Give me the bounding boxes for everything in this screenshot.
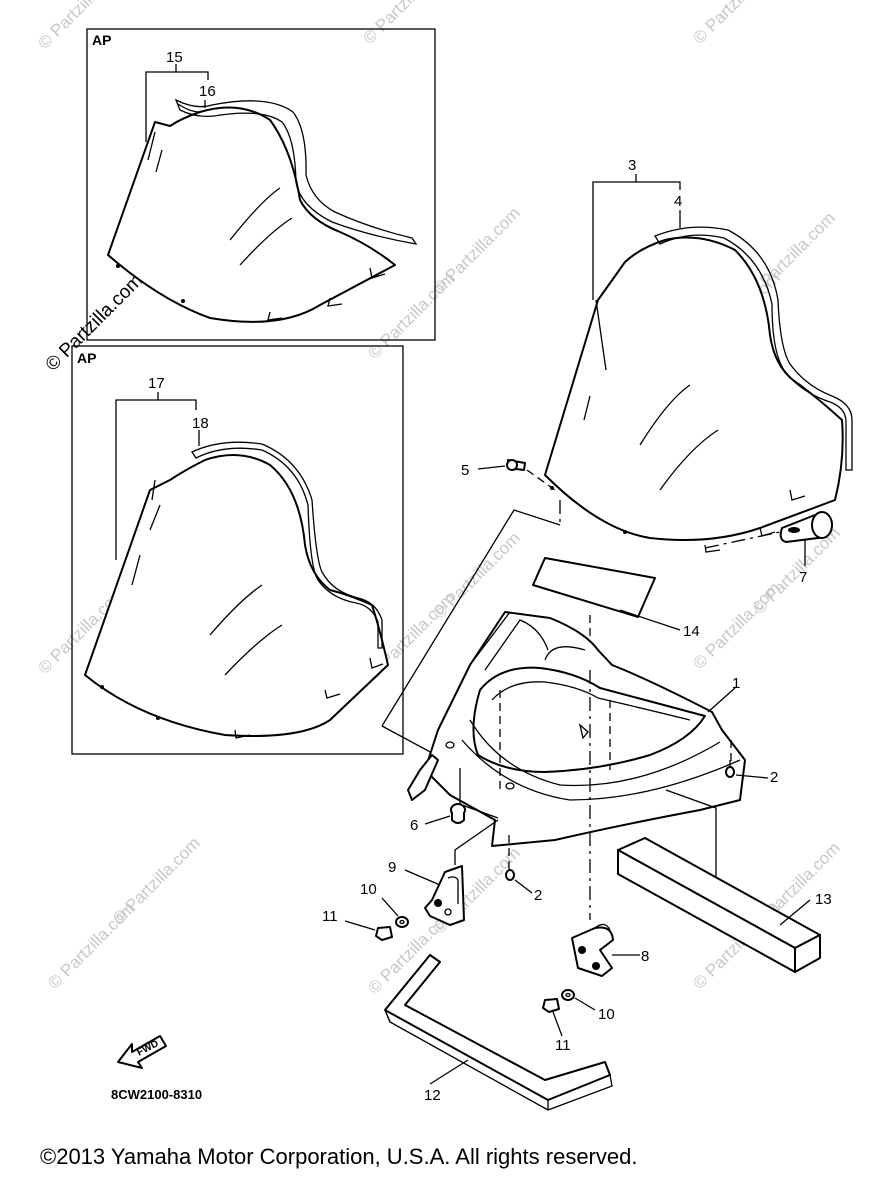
callout-7: 7 [799,569,807,586]
nut-11-left [375,926,393,941]
callout-14: 14 [683,623,700,640]
callout-10-left: 10 [360,881,377,898]
pad-14 [532,557,656,618]
grommet-6 [450,803,466,824]
inset-bottom-label: AP [77,350,96,366]
callout-11-right: 11 [555,1037,571,1054]
windshield-17 [84,454,389,737]
inset-top-label: AP [92,32,111,48]
windshield-3 [544,236,844,542]
knob-7 [779,511,833,543]
callout-1: 1 [732,675,740,692]
inset-bottom: AP 17 18 [71,345,404,755]
callout-12: 12 [424,1087,441,1104]
screw-2-lower [505,869,515,881]
callout-16: 16 [199,83,216,100]
washer-10-right [561,989,575,1001]
foam-block-13 [617,837,821,973]
bracket-8 [571,923,614,977]
callout-5: 5 [461,462,469,479]
callout-2-upper: 2 [770,769,778,786]
copyright: ©2013 Yamaha Motor Corporation, U.S.A. A… [40,1144,637,1169]
watermark: © Partzilla.com [429,203,523,297]
callout-9: 9 [388,859,396,876]
foam-strip-12 [384,954,613,1111]
inset-top: AP 15 16 [86,28,436,341]
inset-bottom-frame [71,345,404,755]
watermark: © Partzilla.com [359,0,453,48]
callout-15: 15 [166,49,183,66]
watermark: © Partzilla.com [109,833,203,927]
fwd-arrow: FWD [117,1035,167,1069]
inset-top-frame [86,28,436,341]
watermark: © Partzilla.com [429,528,523,622]
callout-8: 8 [641,948,649,965]
callout-2-lower: 2 [534,887,542,904]
callout-3: 3 [628,157,636,174]
callout-4: 4 [674,193,682,210]
callout-11-left: 11 [322,908,338,925]
bracket-9 [424,865,465,926]
watermark: © Partzilla.com [689,0,783,48]
cowl-1 [407,611,746,847]
callout-17: 17 [148,375,165,392]
screw-2-upper [725,760,735,778]
callout-18: 18 [192,415,209,432]
callout-10-right: 10 [598,1006,615,1023]
diagram-code: 8CW2100-8310 [111,1087,202,1102]
windshield-main: 3 4 5 7 [461,157,853,586]
screw-5 [506,459,526,471]
watermark: © Partzilla.com [34,0,128,53]
callout-13: 13 [815,891,832,908]
nut-11-right [542,998,560,1013]
callout-6: 6 [410,817,418,834]
washer-10-left [395,916,409,928]
